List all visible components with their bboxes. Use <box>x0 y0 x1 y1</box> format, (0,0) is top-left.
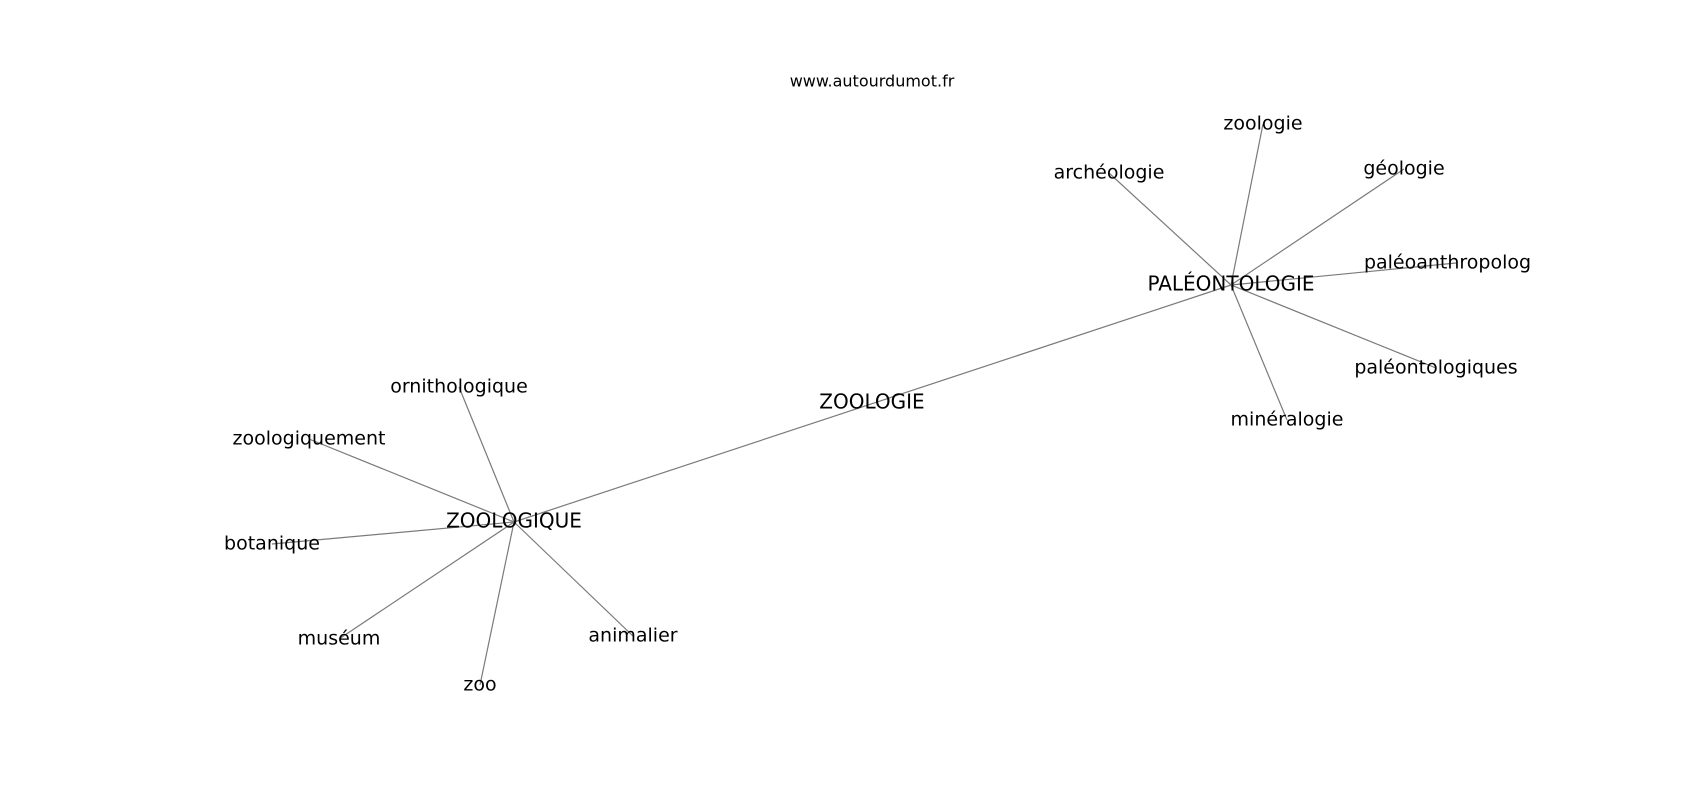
edge-paleontologie-zoologie <box>1230 123 1264 286</box>
edge-paleontologie-paleontologiques <box>1230 284 1437 369</box>
edge-zoologique-museum <box>338 521 515 640</box>
node-label-archeologie[interactable]: archéologie <box>1054 162 1165 184</box>
node-label-paleontologie[interactable]: PALÉONTOLOGIE <box>1147 272 1314 296</box>
node-label-mineralogie[interactable]: minéralogie <box>1231 409 1344 431</box>
node-label-paleoanthropologie[interactable]: paléoanthropologie <box>1364 252 1548 274</box>
node-label-animalier[interactable]: animalier <box>588 625 677 647</box>
node-label-zoologique[interactable]: ZOOLOGIQUE <box>446 509 582 533</box>
edge-paleontologie-geologie <box>1230 168 1405 286</box>
edge-zoologique-ornithologique <box>458 386 515 523</box>
edge-zoologique-paleontologie <box>513 284 1232 523</box>
edge-zoologique-zoologiquement <box>308 438 515 523</box>
node-label-zoo[interactable]: zoo <box>463 674 496 696</box>
edge-zoologique-botanique <box>271 521 515 545</box>
node-label-zoologiquement[interactable]: zoologiquement <box>233 428 386 450</box>
node-label-zoologie-center[interactable]: ZOOLOGIE <box>819 390 924 414</box>
edge-paleontologie-mineralogie <box>1230 284 1288 421</box>
site-label: www.autourdumot.fr <box>790 72 955 91</box>
node-label-zoologie[interactable]: zoologie <box>1223 113 1302 135</box>
node-label-ornithologique[interactable]: ornithologique <box>390 376 528 398</box>
node-label-museum[interactable]: muséum <box>298 628 381 650</box>
edge-paleontologie-paleoanthropologie <box>1230 262 1457 286</box>
edge-zoologique-animalier <box>513 521 634 637</box>
node-label-geologie[interactable]: géologie <box>1363 158 1444 180</box>
edge-zoologique-zoo <box>479 521 515 686</box>
node-label-botanique[interactable]: botanique <box>224 533 320 555</box>
edge-paleontologie-archeologie <box>1108 172 1232 286</box>
labels-layer: ZOOLOGIE ZOOLOGIQUE PALÉONTOLOGIE zoologie g… <box>224 113 1548 696</box>
node-label-paleontologiques[interactable]: paléontologiques <box>1354 357 1517 379</box>
edges-layer <box>271 123 1457 686</box>
